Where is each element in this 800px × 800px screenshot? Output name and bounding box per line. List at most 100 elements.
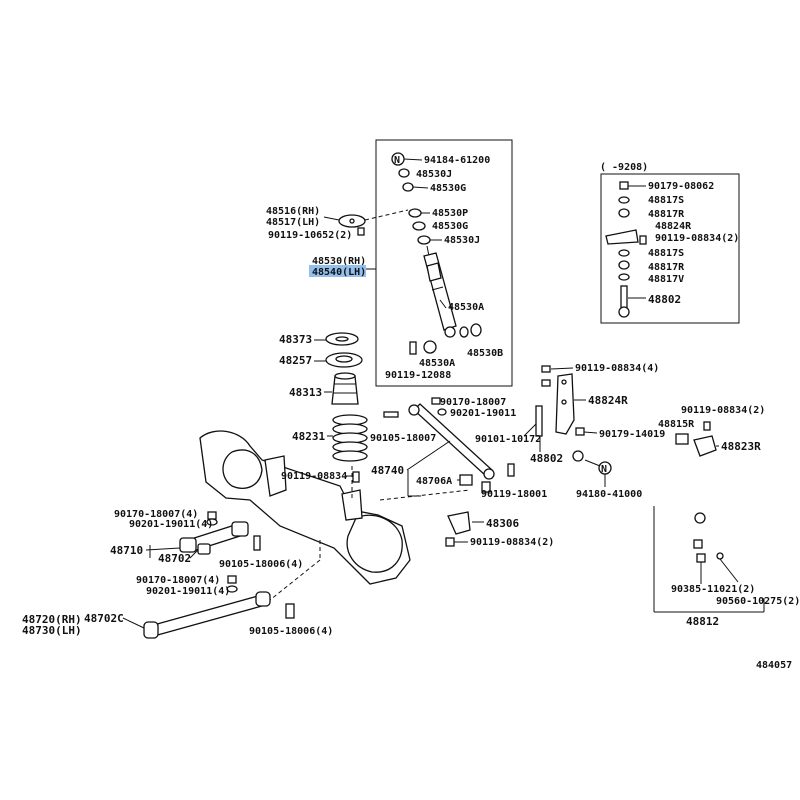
label-48812[interactable]: 48812	[686, 615, 719, 628]
box-label-48817v[interactable]: 48817V	[648, 274, 684, 285]
washer-icon	[402, 182, 414, 192]
bolt-icon	[541, 379, 551, 387]
label-48720-rh[interactable]: 48720(RH)	[22, 613, 82, 626]
stabilizer-bar-icon	[572, 450, 763, 524]
label-90105-18006-4-lower[interactable]: 90105-18006(4)	[249, 626, 333, 637]
n-marker-icon: N	[598, 461, 612, 475]
label-90170-18007-4-lower[interactable]: 90170-18007(4)	[136, 575, 220, 586]
label-48815r[interactable]: 48815R	[658, 419, 695, 430]
frame-bracket-icon	[555, 373, 575, 435]
box-label-48817r-lower[interactable]: 48817R	[648, 262, 685, 273]
label-94180-41000[interactable]: 94180-41000	[576, 489, 642, 500]
label-48530a-lower[interactable]: 48530A	[419, 358, 455, 369]
label-48530j-mid[interactable]: 48530J	[444, 235, 480, 246]
n-marker-icon: N	[391, 152, 405, 166]
svg-text:N: N	[601, 464, 607, 475]
label-48823r[interactable]: 48823R	[721, 440, 761, 453]
diagram-id: 484057	[756, 660, 792, 671]
label-48313[interactable]: 48313	[289, 386, 322, 399]
nut-icon	[693, 539, 703, 549]
label-90119-08834-4[interactable]: 90119-08834(4)	[575, 363, 659, 374]
bolt-icon	[409, 341, 417, 355]
label-90119-08834-2-bottom[interactable]: 90119-08834(2)	[470, 537, 554, 548]
label-48702c[interactable]: 48702C	[84, 612, 124, 625]
label-90201-19011-4-upper[interactable]: 90201-19011(4)	[129, 519, 213, 530]
label-90119-10652[interactable]: 90119-10652(2)	[268, 230, 352, 241]
label-48530g-top[interactable]: 48530G	[430, 183, 466, 194]
label-90179-14019[interactable]: 90179-14019	[599, 429, 665, 440]
label-90560-10275[interactable]: 90560-10275(2)	[716, 596, 800, 607]
label-48802-mid[interactable]: 48802	[530, 452, 563, 465]
label-48530-rh[interactable]: 48530(RH)	[312, 256, 366, 267]
bushing-icon	[618, 260, 630, 270]
nut-icon	[398, 168, 410, 178]
label-48702[interactable]: 48702	[158, 552, 191, 565]
label-48530g-mid[interactable]: 48530G	[432, 221, 468, 232]
upper-control-arm-icon	[179, 521, 249, 555]
shock-group-frame	[375, 139, 513, 387]
bushing-icon	[618, 208, 630, 218]
bolt-icon	[716, 552, 724, 560]
bracket-icon	[605, 229, 639, 245]
washer-icon	[412, 221, 426, 231]
bolt-icon	[352, 471, 360, 483]
label-48530j-top[interactable]: 48530J	[416, 169, 452, 180]
bolt-icon	[445, 537, 455, 547]
link-group-header: ( -9208)	[600, 162, 648, 173]
label-90101-10172[interactable]: 90101-10172	[475, 434, 541, 445]
bushing-icon	[459, 474, 473, 486]
label-48516-rh[interactable]: 48516(RH)	[266, 206, 320, 217]
label-90201-19011-4-lower[interactable]: 90201-19011(4)	[146, 586, 230, 597]
label-48530b[interactable]: 48530B	[467, 348, 503, 359]
lateral-rod-icon	[408, 403, 495, 480]
box-label-48817r-upper[interactable]: 48817R	[648, 209, 685, 220]
label-48231[interactable]: 48231	[292, 430, 325, 443]
washer-icon	[618, 249, 630, 257]
bolt-icon	[507, 463, 515, 477]
stabilizer-link-icon	[618, 285, 630, 318]
label-90170-18007[interactable]: 90170-18007	[440, 397, 506, 408]
box-label-48817s-upper[interactable]: 48817S	[648, 195, 684, 206]
box-label-90179-08062[interactable]: 90179-08062	[648, 181, 714, 192]
label-48517-lh[interactable]: 48517(LH)	[266, 217, 320, 228]
label-90170-18007-4-upper[interactable]: 90170-18007(4)	[114, 509, 198, 520]
shock-absorber-icon	[423, 245, 457, 338]
label-90119-08834-2-right[interactable]: 90119-08834(2)	[681, 405, 765, 416]
svg-text:N: N	[394, 155, 400, 166]
axle-housing-icon	[199, 430, 411, 585]
label-48730-lh[interactable]: 48730(LH)	[22, 624, 82, 637]
bolt-icon	[285, 603, 295, 619]
label-48530p[interactable]: 48530P	[432, 208, 468, 219]
label-48824r-main[interactable]: 48824R	[588, 394, 628, 407]
label-94184-61200[interactable]: 94184-61200	[424, 155, 490, 166]
label-48740[interactable]: 48740	[371, 464, 404, 477]
bolt-icon	[383, 411, 399, 418]
nut-icon	[696, 553, 706, 563]
label-48530a-upper[interactable]: 48530A	[448, 302, 484, 313]
washer-icon	[437, 408, 447, 416]
box-label-48817s-lower[interactable]: 48817S	[648, 248, 684, 259]
label-48257[interactable]: 48257	[279, 354, 312, 367]
label-90385-11021[interactable]: 90385-11021(2)	[671, 584, 755, 595]
label-90119-18001[interactable]: 90119-18001	[481, 489, 547, 500]
label-90105-18006-4-upper[interactable]: 90105-18006(4)	[219, 559, 303, 570]
bolt-icon	[357, 227, 365, 236]
washer-icon	[618, 273, 630, 281]
box-label-48824r[interactable]: 48824R	[655, 221, 692, 232]
bolt-icon	[481, 481, 491, 493]
label-90201-19011[interactable]: 90201-19011	[450, 408, 516, 419]
nut-icon	[207, 511, 217, 520]
bushing-icon	[675, 433, 689, 445]
label-90119-08834[interactable]: 90119-08834	[281, 471, 347, 482]
box-label-48802[interactable]: 48802	[648, 293, 681, 306]
bolt-icon	[639, 235, 647, 245]
label-90119-12088[interactable]: 90119-12088	[385, 370, 451, 381]
box-label-90119-08834-2[interactable]: 90119-08834(2)	[655, 233, 739, 244]
label-48306[interactable]: 48306	[486, 517, 519, 530]
label-48710[interactable]: 48710	[110, 544, 143, 557]
bushing-icon	[417, 235, 431, 245]
label-48706a[interactable]: 48706A	[416, 476, 452, 487]
label-90105-18007[interactable]: 90105-18007	[370, 433, 436, 444]
label-48540-lh[interactable]: 48540(LH)	[312, 267, 366, 278]
label-48373[interactable]: 48373	[279, 333, 312, 346]
